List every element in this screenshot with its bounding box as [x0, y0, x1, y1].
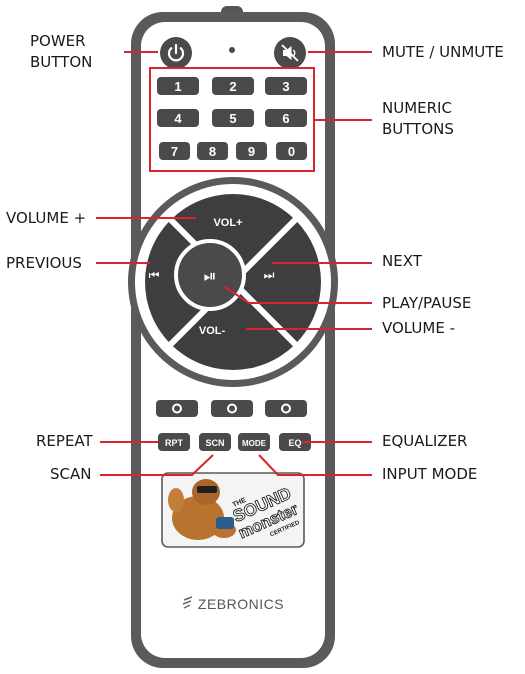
repeat-button[interactable]: RPT: [158, 433, 190, 451]
mode-label: MODE: [242, 439, 267, 448]
digit-button[interactable]: 2: [212, 77, 254, 95]
blank-buttons: [156, 400, 307, 417]
mode-button[interactable]: MODE: [238, 433, 270, 451]
scan-label: SCN: [205, 438, 224, 448]
digit-button[interactable]: 8: [197, 142, 228, 160]
digit-button[interactable]: 6: [265, 109, 307, 127]
eq-button[interactable]: EQ: [279, 433, 311, 451]
label-power: POWER BUTTON: [30, 32, 93, 71]
digit-button[interactable]: 1: [157, 77, 199, 95]
digit-label: 6: [282, 111, 289, 126]
digit-button[interactable]: 0: [276, 142, 307, 160]
digit-label: 2: [229, 79, 236, 94]
digit-label: 7: [171, 144, 178, 159]
label-next: NEXT: [382, 252, 422, 270]
label-previous: PREVIOUS: [6, 254, 82, 272]
blank-button[interactable]: [211, 400, 253, 417]
digit-button[interactable]: 7: [159, 142, 190, 160]
zebra-stripes-icon: [182, 596, 193, 609]
previous-button[interactable]: ⏮: [149, 268, 160, 282]
play-pause-icon: ⏯: [204, 268, 217, 285]
digit-button[interactable]: 3: [265, 77, 307, 95]
brand-name: ZEBRONICS: [198, 596, 284, 612]
indicator-led: [229, 47, 235, 53]
eq-label: EQ: [288, 438, 301, 448]
digit-label: 4: [174, 111, 182, 126]
digit-button[interactable]: 5: [212, 109, 254, 127]
label-numeric: NUMERIC BUTTONS: [382, 99, 454, 138]
label-scan: SCAN: [50, 465, 92, 483]
next-button[interactable]: ⏭: [264, 268, 275, 282]
power-icon: [167, 43, 185, 62]
callout-line-input-mode: [258, 454, 372, 476]
label-input-mode: INPUT MODE: [382, 465, 478, 483]
callout-line-play-pause: [224, 286, 372, 304]
digit-button[interactable]: 9: [236, 142, 267, 160]
digit-label: 0: [288, 144, 295, 159]
speaker-muted-icon: [281, 44, 299, 62]
label-equalizer: EQUALIZER: [382, 432, 468, 450]
digit-button[interactable]: 4: [157, 109, 199, 127]
mute-button[interactable]: [274, 37, 306, 69]
callout-line-scan: [100, 454, 214, 476]
vol-down-button[interactable]: VOL-: [199, 325, 226, 337]
label-repeat: REPEAT: [36, 432, 93, 450]
vol-up-button[interactable]: VOL+: [213, 217, 242, 229]
scan-button[interactable]: SCN: [199, 433, 231, 451]
digit-label: 8: [209, 144, 216, 159]
label-volume-down: VOLUME -: [382, 319, 455, 337]
label-play-pause: PLAY/PAUSE: [382, 294, 472, 312]
digit-label: 5: [229, 111, 236, 126]
brand-logo: ZEBRONICS: [182, 596, 284, 612]
blank-button[interactable]: [265, 400, 307, 417]
play-pause-button[interactable]: [174, 239, 246, 311]
digit-label: 3: [282, 79, 289, 94]
digit-label: 1: [174, 79, 181, 94]
label-mute: MUTE / UNMUTE: [382, 43, 504, 61]
blank-button[interactable]: [156, 400, 198, 417]
power-button[interactable]: [160, 37, 192, 69]
repeat-label: RPT: [165, 438, 184, 448]
digit-label: 9: [248, 144, 255, 159]
label-volume-up: VOLUME +: [6, 209, 87, 227]
